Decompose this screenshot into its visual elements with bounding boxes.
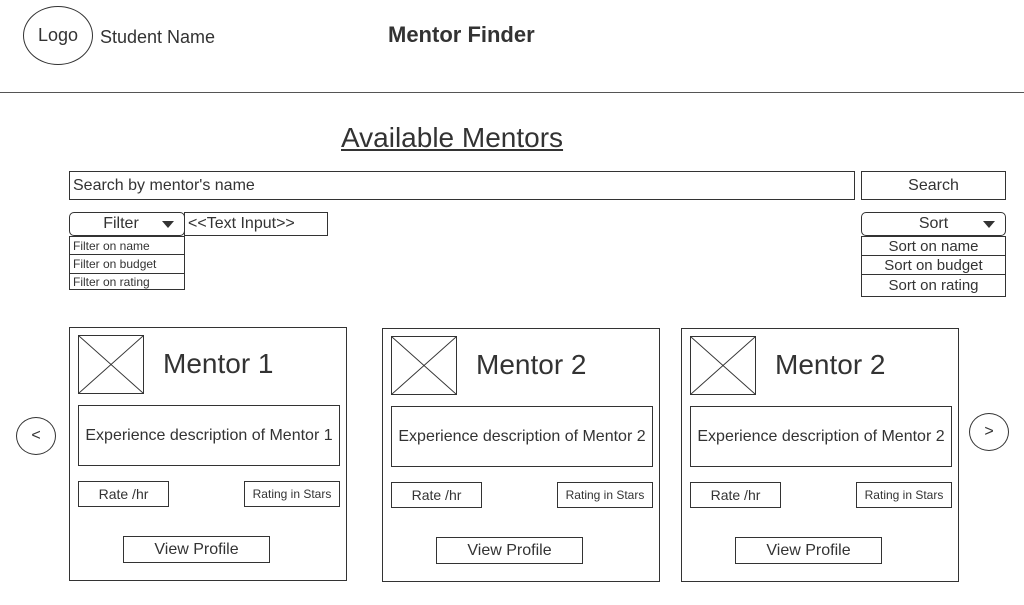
filter-option-rating[interactable]: Filter on rating	[69, 273, 185, 290]
mentor-description: Experience description of Mentor 2	[690, 406, 952, 467]
logo: Logo	[23, 6, 93, 65]
mentor-rating: Rating in Stars	[244, 481, 340, 507]
carousel-prev-button[interactable]: <	[16, 417, 56, 455]
mentor-name: Mentor 2	[775, 349, 886, 380]
header-divider	[0, 92, 1024, 93]
mentor-photo-placeholder-icon	[391, 336, 457, 395]
mentor-rate: Rate /hr	[78, 481, 169, 507]
mentor-rating: Rating in Stars	[856, 482, 952, 508]
sort-option-rating[interactable]: Sort on rating	[861, 274, 1006, 297]
carousel-next-button[interactable]: >	[969, 413, 1009, 451]
sort-option-name[interactable]: Sort on name	[861, 236, 1006, 256]
mentor-description: Experience description of Mentor 2	[391, 406, 653, 467]
filter-option-name[interactable]: Filter on name	[69, 236, 185, 255]
mentor-name: Mentor 1	[163, 348, 274, 379]
search-button[interactable]: Search	[861, 171, 1006, 200]
mentor-photo-placeholder-icon	[78, 335, 144, 394]
mentor-photo-placeholder-icon	[690, 336, 756, 395]
mentor-rate: Rate /hr	[690, 482, 781, 508]
view-profile-button[interactable]: View Profile	[436, 537, 583, 564]
mentor-name: Mentor 2	[476, 349, 587, 380]
view-profile-button[interactable]: View Profile	[123, 536, 270, 563]
sort-dropdown[interactable]: Sort	[861, 212, 1006, 236]
student-name: Student Name	[100, 27, 216, 47]
search-input[interactable]: Search by mentor's name	[69, 171, 855, 200]
chevron-down-icon	[983, 221, 995, 228]
page-title: Available Mentors	[341, 122, 564, 153]
sort-option-budget[interactable]: Sort on budget	[861, 255, 1006, 275]
mentor-rating: Rating in Stars	[557, 482, 653, 508]
mentor-card	[69, 327, 347, 581]
filter-dropdown[interactable]: Filter	[69, 212, 185, 236]
filter-text-input[interactable]: <<Text Input>>	[184, 212, 328, 236]
mentor-rate: Rate /hr	[391, 482, 482, 508]
mentor-card	[681, 328, 959, 582]
view-profile-button[interactable]: View Profile	[735, 537, 882, 564]
app-title: Mentor Finder	[388, 22, 535, 47]
mentor-card	[382, 328, 660, 582]
filter-option-budget[interactable]: Filter on budget	[69, 254, 185, 274]
chevron-down-icon	[162, 221, 174, 228]
mentor-description: Experience description of Mentor 1	[78, 405, 340, 466]
filter-label: Filter	[103, 215, 139, 232]
sort-label: Sort	[918, 215, 949, 232]
